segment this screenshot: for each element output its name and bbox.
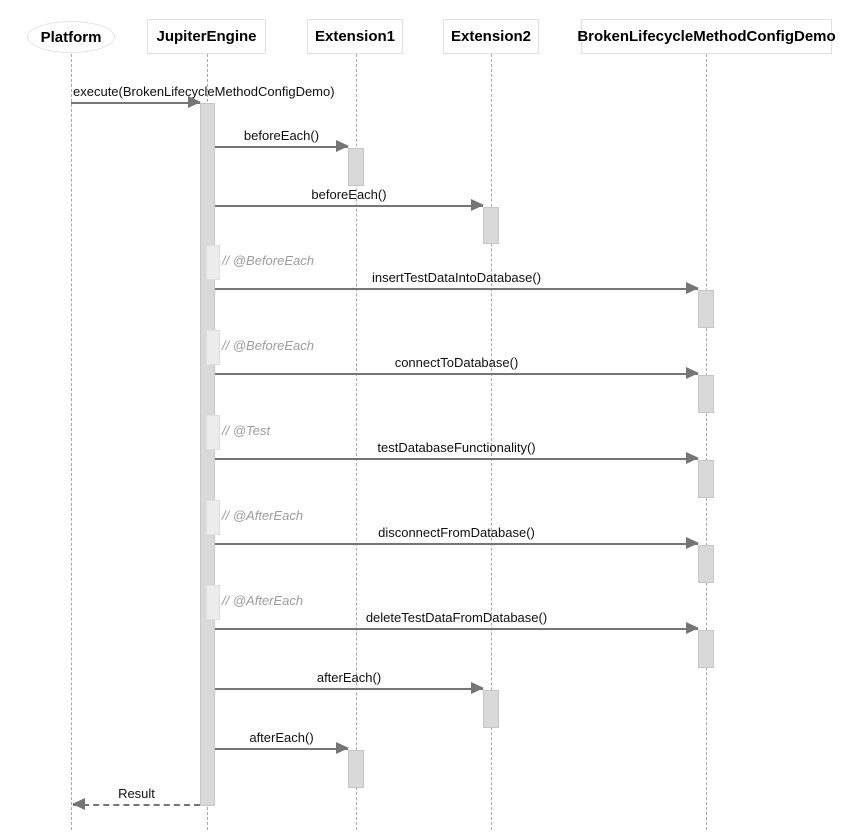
message-disconnectfromdatabase: disconnectFromDatabase() xyxy=(215,525,699,549)
activation-extension2-beforeeach xyxy=(483,207,499,244)
participant-jupiterengine-label: JupiterEngine xyxy=(156,28,257,45)
participant-extension1: Extension1 xyxy=(307,19,403,54)
arrowhead-icon xyxy=(336,742,349,754)
participant-extension2-label: Extension2 xyxy=(450,28,532,45)
lifeline-extension1 xyxy=(356,54,357,830)
activation-jupiterengine xyxy=(200,103,215,806)
nested-activation-test xyxy=(206,415,220,450)
message-beforeeach-ext2-label: beforeEach() xyxy=(311,187,387,202)
message-beforeeach-ext1-label: beforeEach() xyxy=(243,128,320,143)
message-aftereach-ext1: afterEach() xyxy=(215,730,349,754)
message-disconnectfromdatabase-label: disconnectFromDatabase() xyxy=(378,525,535,540)
message-beforeeach-ext1: beforeEach() xyxy=(215,128,349,152)
arrowhead-icon xyxy=(471,682,484,694)
comment-beforeeach-1: // @BeforeEach xyxy=(222,253,314,268)
participant-brokenlifecyclemethodconfigdemo: BrokenLifecycleMethodConfigDemo xyxy=(577,19,836,54)
message-inserttestdata-label: insertTestDataIntoDatabase() xyxy=(371,270,542,285)
comment-aftereach-1: // @AfterEach xyxy=(222,508,304,523)
nested-activation-beforeeach-2 xyxy=(206,330,220,365)
participant-platform: Platform xyxy=(27,21,115,53)
message-result-label: Result xyxy=(118,786,155,801)
message-aftereach-ext2-label: afterEach() xyxy=(316,670,382,685)
comment-beforeeach-2: // @BeforeEach xyxy=(222,338,314,353)
participant-jupiterengine: JupiterEngine xyxy=(147,19,266,54)
arrowhead-left-icon xyxy=(72,798,85,810)
activation-extension1-beforeeach xyxy=(348,148,364,186)
message-deletetestdata-label: deleteTestDataFromDatabase() xyxy=(365,610,548,625)
message-testdatabasefunctionality-label: testDatabaseFunctionality() xyxy=(377,440,536,455)
arrowhead-icon xyxy=(686,367,699,379)
nested-activation-beforeeach-1 xyxy=(206,245,220,280)
arrowhead-icon xyxy=(471,199,484,211)
participant-platform-label: Platform xyxy=(40,28,102,46)
activation-extension2-aftereach xyxy=(483,690,499,728)
nested-activation-aftereach-1 xyxy=(206,500,220,535)
message-result-return: Result xyxy=(72,786,200,810)
message-connecttodatabase: connectToDatabase() xyxy=(215,355,699,379)
lifeline-brokenlifecyclemethodconfigdemo xyxy=(706,54,707,830)
activation-demo-test xyxy=(698,460,714,498)
arrowhead-icon xyxy=(336,140,349,152)
participant-brokenlifecyclemethodconfigdemo-label: BrokenLifecycleMethodConfigDemo xyxy=(577,28,836,45)
arrowhead-icon xyxy=(686,452,699,464)
message-testdatabasefunctionality: testDatabaseFunctionality() xyxy=(215,440,699,464)
message-beforeeach-ext2: beforeEach() xyxy=(215,187,484,211)
message-connecttodatabase-label: connectToDatabase() xyxy=(394,355,519,370)
activation-extension1-aftereach xyxy=(348,750,364,788)
arrowhead-icon xyxy=(188,96,201,108)
lifeline-platform xyxy=(71,54,72,830)
nested-activation-aftereach-2 xyxy=(206,585,220,620)
arrowhead-icon xyxy=(686,622,699,634)
message-execute-label: execute(BrokenLifecycleMethodConfigDemo) xyxy=(73,84,335,99)
arrowhead-icon xyxy=(686,537,699,549)
activation-demo-connect xyxy=(698,375,714,413)
participant-extension1-label: Extension1 xyxy=(314,28,396,45)
message-aftereach-ext2: afterEach() xyxy=(215,670,484,694)
activation-demo-insert xyxy=(698,290,714,328)
lifeline-extension2 xyxy=(491,54,492,830)
message-execute: execute(BrokenLifecycleMethodConfigDemo) xyxy=(71,84,335,108)
participant-extension2: Extension2 xyxy=(443,19,539,54)
message-deletetestdata: deleteTestDataFromDatabase() xyxy=(215,610,699,634)
message-inserttestdata: insertTestDataIntoDatabase() xyxy=(215,270,699,294)
arrowhead-icon xyxy=(686,282,699,294)
comment-test: // @Test xyxy=(222,423,271,438)
message-aftereach-ext1-label: afterEach() xyxy=(249,730,314,745)
comment-aftereach-2: // @AfterEach xyxy=(222,593,304,608)
activation-demo-disconnect xyxy=(698,545,714,583)
activation-demo-delete xyxy=(698,630,714,668)
